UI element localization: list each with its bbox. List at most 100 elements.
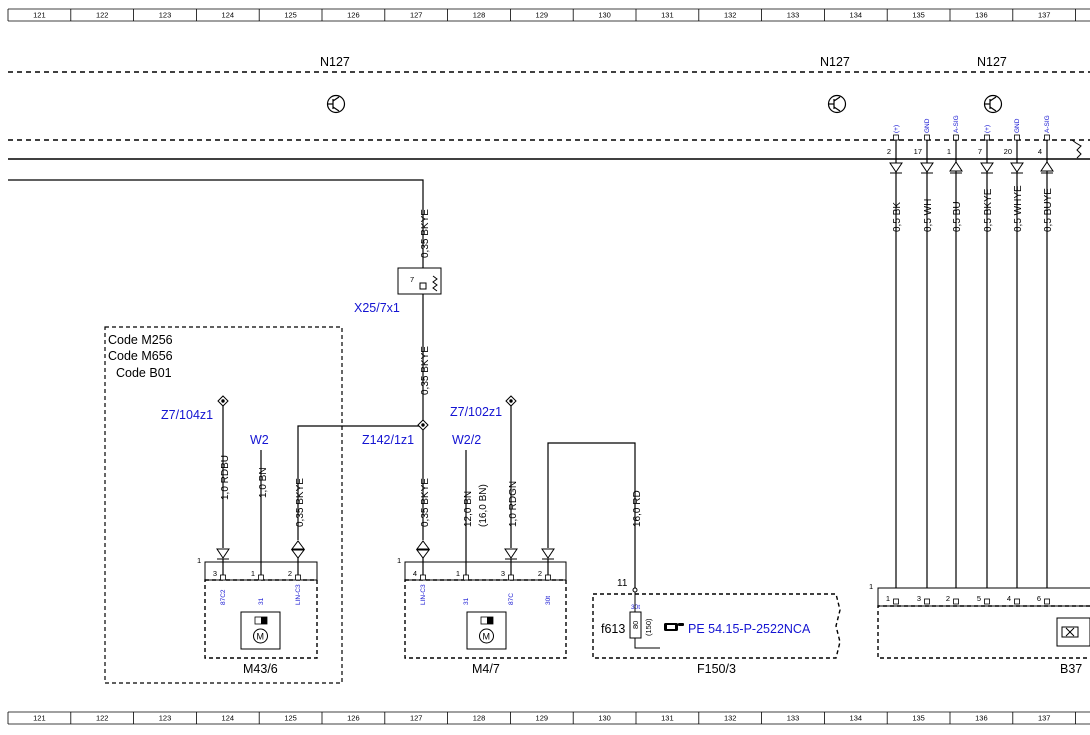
ruler-column-number: 136 [975,11,988,20]
pin-socket [924,598,930,605]
motor-icon: M [466,611,507,650]
ruler-bottom [8,711,1090,725]
wire-label: 0,5 BKYE [983,188,994,232]
fuse-name: f613 [601,622,625,636]
pin-socket [984,598,990,605]
point-w2-2: W2/2 [452,433,481,447]
splice-point-icon [505,395,517,407]
ruler-column-number: 134 [850,11,863,20]
ruler-column-number: 130 [598,714,611,723]
ruler-column-number: 131 [661,714,674,723]
ruler-column-number: 123 [159,714,172,723]
hand-pointer-icon [664,623,684,631]
pin-socket [924,134,930,141]
ruler-column-number: 127 [410,714,423,723]
pin-signal-label: GND [1014,118,1021,133]
ruler-column-number: 132 [724,714,737,723]
ruler-column-number: 133 [787,11,800,20]
fuse-rating: 80 [631,621,640,629]
signal-out-arrow-icon [920,162,934,173]
pin-number: 17 [914,147,922,156]
pin-signal-label: 87C2 [220,589,227,605]
pin-number: 2 [538,569,542,578]
signal-out-arrow-icon [541,548,555,559]
point-z142-1z1: Z142/1z1 [362,433,414,447]
pin-number: 3 [213,569,217,578]
wire-label: 0,5 BU [952,201,963,232]
wire [547,442,636,590]
pin-number: 4 [413,569,417,578]
ruler-column-number: 124 [222,11,235,20]
ruler-column-number: 126 [347,714,360,723]
code-line: Code M256 [108,333,173,347]
pin-socket [220,574,226,581]
svg-text:M: M [257,632,265,642]
pin-number: 6 [1037,594,1041,603]
pin-signal-label: LIN-C3 [295,584,302,605]
signal-bidir-arrow-icon [416,540,430,550]
pin-signal-label: 31 [463,597,470,605]
wire-label: 1,0 RDBU [220,455,231,500]
sensor-icon [1056,617,1090,647]
pin-socket [1044,134,1050,141]
pin-socket [1044,598,1050,605]
f150-3-label: F150/3 [697,662,736,676]
pin-number: 2 [946,594,950,603]
ruler-column-number: 121 [33,714,46,723]
pin-number: 20 [1004,147,1012,156]
transistor-icon [827,94,847,114]
pin-signal-label: (+) [984,125,991,133]
resistor-icon [1071,139,1082,159]
f150-3-box [592,593,841,659]
b37-label: B37 [1060,662,1082,676]
connector-number: 1 [197,556,201,565]
pin-number: 1 [947,147,951,156]
pin-socket [1014,134,1020,141]
code-line: Code M656 [108,349,173,363]
ruler-column-number: 131 [661,11,674,20]
ruler-column-number: 125 [284,714,297,723]
ruler-column-number: 129 [536,714,549,723]
wire-label: 0,35 BKYE [420,209,431,258]
pin-number: 1 [456,569,460,578]
b37-connector [877,587,1090,659]
terminal-dot [632,587,638,593]
ruler-column-number: 137 [1038,714,1051,723]
point-z7-102z1: Z7/102z1 [450,405,502,419]
wire-label: 0,5 WHYE [1013,185,1024,232]
signal-out-arrow-icon [216,548,230,559]
pin-signal-label: 30t [545,596,552,605]
wire-label: 0,35 BKYE [420,478,431,527]
wire-label: 1,0 BN [258,467,269,498]
m43-6-label: M43/6 [243,662,278,676]
transistor-icon [326,94,346,114]
wire [634,638,660,649]
pin-number: 4 [1007,594,1011,603]
pin-signal-label: (+) [893,125,900,133]
ruler-top [8,8,1090,22]
ruler-column-number: 133 [787,714,800,723]
pin-socket [1014,598,1020,605]
pin-number: 3 [917,594,921,603]
pin-socket [295,574,301,581]
pin-socket [258,574,264,581]
signal-bidir-arrow-icon [291,549,305,559]
ruler-column-number: 132 [724,11,737,20]
f150-3-terminal: 11 [617,578,628,589]
code-line: Code B01 [116,366,172,380]
signal-out-arrow-icon [980,162,994,173]
signal-in-arrow-icon [1040,161,1054,172]
reference-link[interactable]: PE 54.15-P-2522NCA [688,622,811,636]
code-box [104,326,343,684]
ruler-column-number: 135 [912,714,925,723]
ruler-column-number: 121 [33,11,46,20]
pin-socket [545,574,551,581]
pin-socket [984,134,990,141]
connector-number: 1 [869,582,873,591]
splice-point-icon [217,395,229,407]
wire-n127-x25 [8,179,424,425]
pin-number: 7 [978,147,982,156]
n127-label-2: N127 [820,55,850,69]
pin-signal-label: 87C [508,593,515,605]
